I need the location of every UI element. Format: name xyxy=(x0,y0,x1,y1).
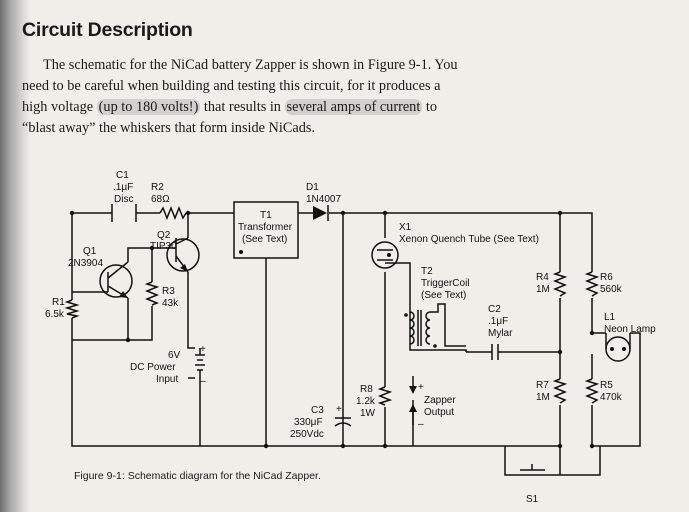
label-dc-input: Input xyxy=(156,374,178,385)
label-r6-value: 560k xyxy=(600,284,623,295)
label-x1-ref: X1 xyxy=(399,222,412,233)
label-c1-ref: C1 xyxy=(116,170,129,181)
label-q2-ref: Q2 xyxy=(157,230,171,241)
label-dc-name: DC Power xyxy=(130,362,176,373)
label-x1-name: Xenon Quench Tube (See Text) xyxy=(399,234,539,245)
transformer-t1-box xyxy=(233,201,299,259)
label-r3-value: 43k xyxy=(162,298,179,309)
label-r6-ref: R6 xyxy=(600,272,613,283)
label-q1-ref: Q1 xyxy=(83,246,97,257)
description-paragraph: The schematic for the NiCad battery Zapp… xyxy=(22,55,500,139)
resistor-r5-symbol xyxy=(584,378,600,404)
label-s1-ref: S1 xyxy=(526,494,539,505)
text-run: to xyxy=(422,99,438,115)
label-zapper-output: Output xyxy=(424,407,454,418)
resistor-r4-symbol xyxy=(552,271,568,297)
label-dc-minus: – xyxy=(200,376,206,387)
switch-s1-symbol[interactable] xyxy=(520,464,545,471)
label-t1-note: (See Text) xyxy=(242,234,287,245)
label-t1-ref: T1 xyxy=(260,210,272,221)
label-t1-name: Transformer xyxy=(238,222,293,233)
label-l1-ref: L1 xyxy=(604,312,616,323)
capacitor-c1-symbol xyxy=(111,204,137,222)
highlighted-text: (up to 180 volts!) xyxy=(96,99,201,115)
label-r5-ref: R5 xyxy=(600,380,613,391)
circuit-wires xyxy=(71,212,641,476)
capacitor-c2-symbol xyxy=(491,344,499,360)
resistor-r1-symbol xyxy=(64,299,80,319)
schematic-diagram: C1 .1μF Disc R2 68Ω T1 Transformer (See … xyxy=(45,170,656,505)
capacitor-c3-symbol xyxy=(334,417,352,427)
text-run: high voltage xyxy=(22,99,97,115)
label-c3-ref: C3 xyxy=(311,405,324,416)
label-zapper-plus: + xyxy=(418,382,424,393)
label-r7-value: 1M xyxy=(536,392,550,403)
label-d1-ref: D1 xyxy=(306,182,319,193)
label-r4-ref: R4 xyxy=(536,272,549,283)
text-run: that results in xyxy=(200,99,285,115)
battery-symbol xyxy=(195,348,205,378)
label-t2-note: (See Text) xyxy=(421,290,466,301)
label-l1-name: Neon Lamp xyxy=(604,324,656,335)
transistor-q1-symbol xyxy=(98,261,133,299)
label-r8-ref: R8 xyxy=(360,384,373,395)
section-heading: Circuit Description xyxy=(22,19,193,41)
resistor-r6-symbol xyxy=(584,271,600,297)
resistor-r3-symbol xyxy=(144,281,160,306)
paragraph-line: need to be careful when building and tes… xyxy=(22,78,441,94)
paragraph-line: high voltage (up to 180 volts!) that res… xyxy=(22,97,500,118)
label-c2-value: .1μF xyxy=(488,316,508,327)
label-r2-value: 68Ω xyxy=(151,194,170,205)
paragraph-line: “blast away” the whiskers that form insi… xyxy=(22,120,316,136)
label-c2-ref: C2 xyxy=(488,304,501,315)
label-t2-ref: T2 xyxy=(421,266,433,277)
label-r1-ref: R1 xyxy=(52,297,65,308)
label-t2-name: TriggerCoil xyxy=(421,278,470,289)
label-r8-rating: 1W xyxy=(360,408,376,419)
label-zapper-minus: – xyxy=(418,419,424,430)
label-c1-type: Disc xyxy=(114,194,133,205)
junction-dots xyxy=(69,210,595,449)
label-d1-part: 1N4007 xyxy=(306,194,341,205)
label-r3-ref: R3 xyxy=(162,286,175,297)
label-c3-value: 330μF xyxy=(294,417,323,428)
resistor-r7-symbol xyxy=(552,378,568,404)
label-r7-ref: R7 xyxy=(536,380,549,391)
transistor-q2-symbol xyxy=(166,237,200,273)
resistor-r2-symbol xyxy=(159,205,187,221)
label-zapper-name: Zapper xyxy=(424,395,456,406)
label-r8-value: 1.2k xyxy=(356,396,376,407)
label-r4-value: 1M xyxy=(536,284,550,295)
xenon-tube-x1-symbol xyxy=(371,241,399,269)
figure-caption: Figure 9-1: Schematic diagram for the Ni… xyxy=(74,470,321,482)
label-q1-part: 2N3904 xyxy=(68,258,103,269)
book-spine-shadow xyxy=(0,0,30,512)
label-r2-ref: R2 xyxy=(151,182,164,193)
label-c1-value: .1μF xyxy=(113,182,133,193)
resistor-r8-symbol xyxy=(377,386,393,406)
label-r1-value: 6.5k xyxy=(45,309,65,320)
label-c3-rating: 250Vdc xyxy=(290,429,324,440)
label-dc-plus: + xyxy=(200,344,206,355)
label-dc-voltage: 6V xyxy=(168,350,181,361)
diode-d1-symbol xyxy=(313,205,329,221)
paragraph-line: The schematic for the NiCad battery Zapp… xyxy=(43,57,458,73)
zapper-output-terminals xyxy=(409,376,417,425)
label-q2-part: TIP30 xyxy=(150,241,177,252)
component-labels: C1 .1μF Disc R2 68Ω T1 Transformer (See … xyxy=(45,170,656,505)
neon-lamp-l1-symbol xyxy=(605,333,631,362)
label-c2-type: Mylar xyxy=(488,328,513,339)
highlighted-text: several amps of current xyxy=(284,99,423,115)
trigger-coil-t2-symbol xyxy=(404,303,466,348)
label-c3-plus: + xyxy=(336,404,342,415)
label-r5-value: 470k xyxy=(600,392,623,403)
